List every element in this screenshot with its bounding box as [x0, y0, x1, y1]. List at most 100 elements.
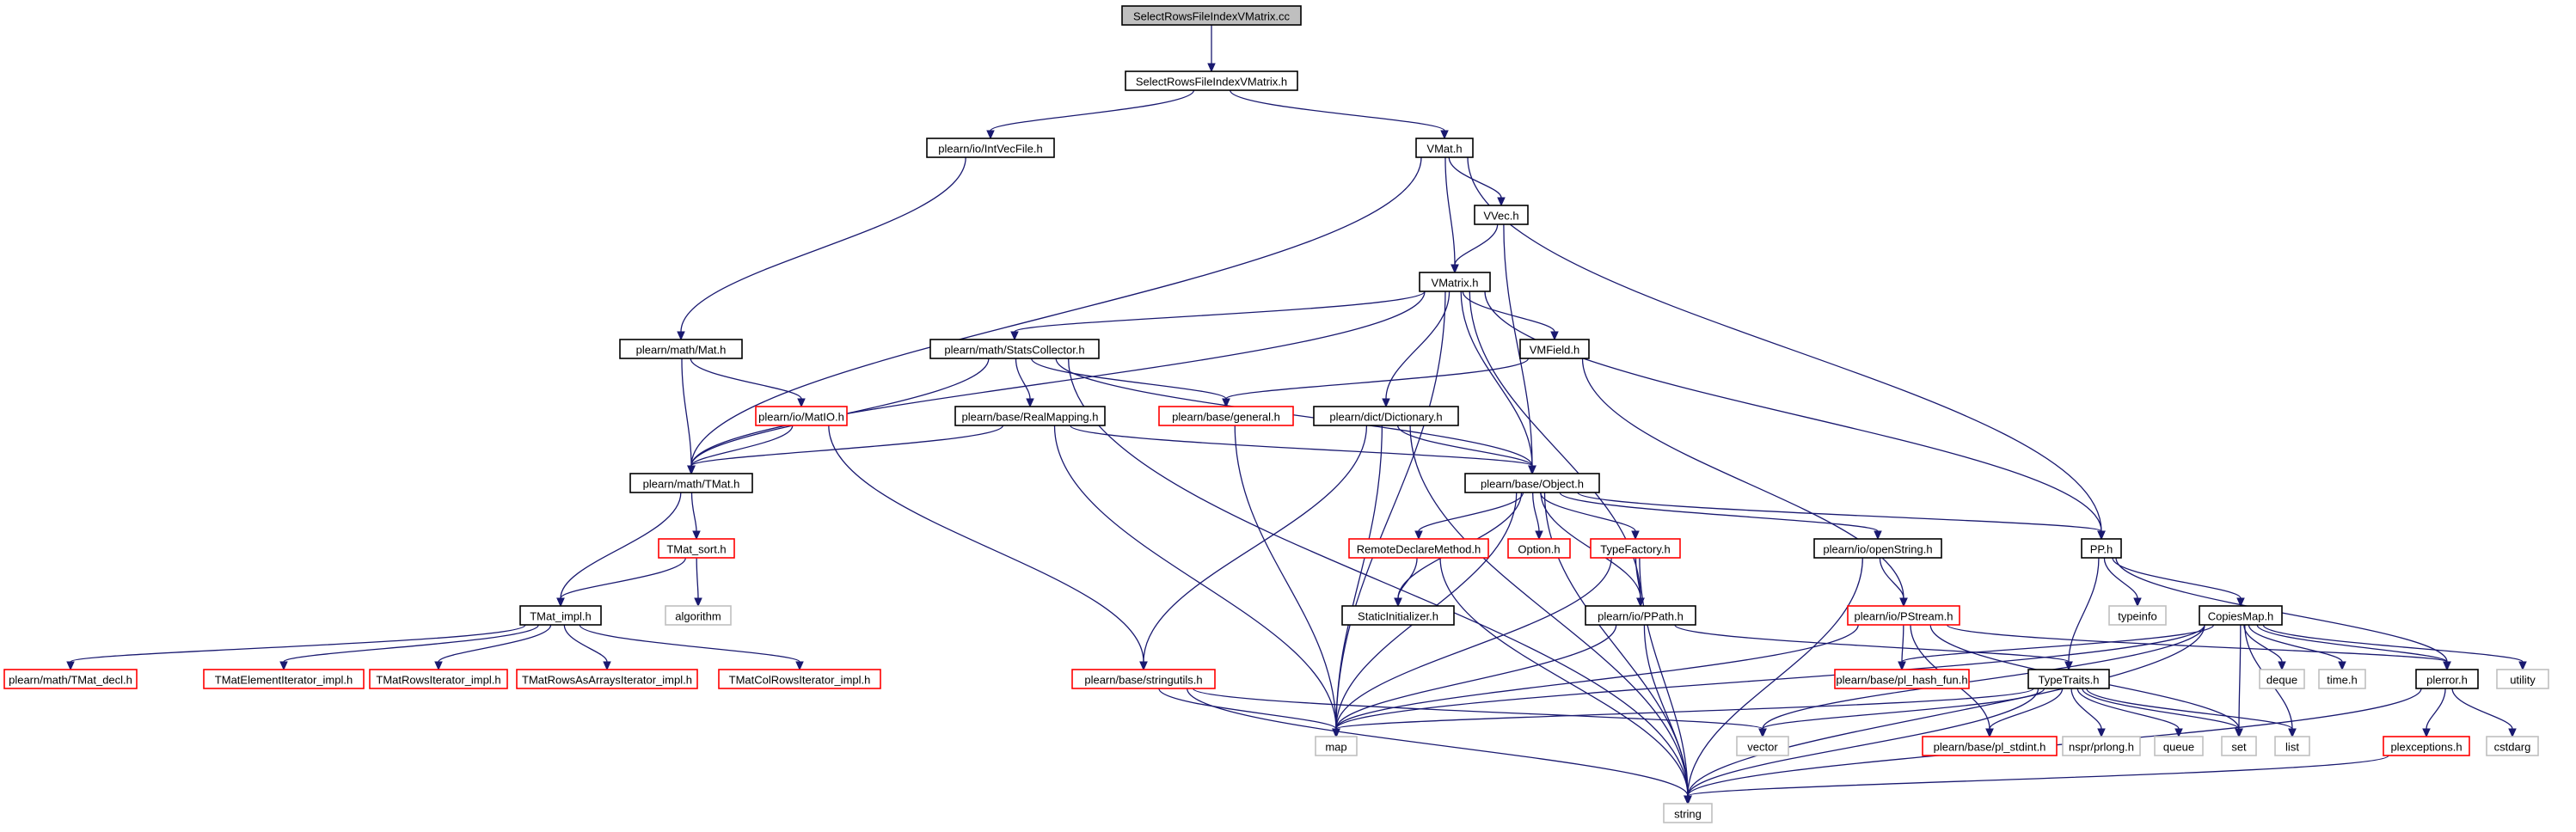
- node-stringutils[interactable]: plearn/base/stringutils.h: [1071, 669, 1216, 689]
- node-nspr[interactable]: nspr/prlong.h: [2062, 736, 2141, 756]
- edge-selh-to-vmat: [1230, 89, 1449, 140]
- node-label: algorithm: [675, 610, 721, 623]
- node-option[interactable]: Option.h: [1507, 538, 1571, 559]
- node-tmatrowsarr[interactable]: TMatRowsAsArraysIterator_impl.h: [516, 669, 698, 689]
- node-deque[interactable]: deque: [2259, 669, 2305, 689]
- arrow-head: [1899, 597, 1908, 608]
- node-typefac[interactable]: TypeFactory.h: [1590, 538, 1681, 559]
- node-tmatrows[interactable]: TMatRowsIterator_impl.h: [369, 669, 508, 689]
- node-box: [926, 138, 1055, 158]
- node-box: [658, 538, 735, 559]
- edge-dict-to-object: [1396, 425, 1536, 475]
- node-set[interactable]: set: [2221, 736, 2257, 756]
- node-selh[interactable]: SelectRowsFileIndexVMatrix.h: [1125, 70, 1298, 91]
- node-plerror[interactable]: plerror.h: [2415, 669, 2479, 689]
- node-label: string: [1674, 808, 1702, 821]
- arrow-head: [1497, 197, 1506, 207]
- node-tmatimpl[interactable]: TMat_impl.h: [519, 605, 602, 626]
- node-box: [1419, 272, 1491, 292]
- node-timeh[interactable]: time.h: [2318, 669, 2366, 689]
- arrow-head: [1332, 728, 1340, 738]
- edge-dict-to-map: [1332, 425, 1383, 738]
- node-box: [1834, 669, 1970, 689]
- node-string[interactable]: string: [1663, 803, 1713, 823]
- edge-line: [2238, 624, 2242, 730]
- edge-tmatimpl-to-tmatelem: [279, 624, 539, 671]
- node-object[interactable]: plearn/base/Object.h: [1464, 473, 1600, 493]
- node-realmap[interactable]: plearn/base/RealMapping.h: [954, 406, 1106, 426]
- node-box: [1313, 406, 1459, 426]
- node-box: [2221, 736, 2257, 756]
- node-vvec[interactable]: VVec.h: [1474, 205, 1529, 225]
- node-typetraits[interactable]: TypeTraits.h: [2027, 669, 2110, 689]
- edge-line: [1335, 624, 1859, 730]
- node-label: plearn/base/general.h: [1172, 411, 1280, 424]
- node-tmatsort[interactable]: TMat_sort.h: [658, 538, 735, 559]
- node-typeinfo[interactable]: typeinfo: [2108, 605, 2167, 626]
- node-stats[interactable]: plearn/math/StatsCollector.h: [929, 339, 1100, 359]
- arrow-head: [692, 530, 701, 541]
- node-box: [2199, 605, 2283, 626]
- arrow-head: [2133, 597, 2142, 608]
- node-cstdarg[interactable]: cstdarg: [2486, 736, 2539, 756]
- node-plhash[interactable]: plearn/base/pl_hash_fun.h: [1834, 669, 1970, 689]
- node-box: [2081, 538, 2122, 559]
- node-vmfield[interactable]: VMField.h: [1519, 339, 1590, 359]
- edge-vmatrix-to-dict: [1382, 291, 1451, 408]
- arrow-head: [1414, 530, 1423, 541]
- arrow-head: [1550, 331, 1559, 341]
- node-label: plearn/math/StatsCollector.h: [944, 344, 1084, 357]
- node-box: [1125, 70, 1298, 91]
- edge-line: [1409, 425, 1689, 797]
- node-vmatrix[interactable]: VMatrix.h: [1419, 272, 1491, 292]
- node-general[interactable]: plearn/base/general.h: [1158, 406, 1294, 426]
- node-label: plearn/io/IntVecFile.h: [938, 143, 1042, 156]
- node-vmat[interactable]: VMat.h: [1415, 138, 1474, 158]
- node-pp[interactable]: PP.h: [2081, 538, 2122, 559]
- node-dict[interactable]: plearn/dict/Dictionary.h: [1313, 406, 1459, 426]
- node-utility[interactable]: utility: [2496, 669, 2549, 689]
- edge-line: [1335, 624, 1617, 730]
- edge-stats-to-realmap: [1015, 358, 1034, 408]
- edge-line: [680, 156, 966, 333]
- node-box: [2415, 669, 2479, 689]
- edge-line: [2070, 688, 2102, 730]
- node-remote[interactable]: RemoteDeclareMethod.h: [1348, 538, 1489, 559]
- node-mat[interactable]: plearn/math/Mat.h: [619, 339, 743, 359]
- node-vector[interactable]: vector: [1736, 736, 1789, 756]
- arrow-head: [2508, 728, 2517, 738]
- node-box: [1663, 803, 1713, 823]
- node-tmat[interactable]: plearn/math/TMat.h: [629, 473, 753, 493]
- node-box: [1315, 736, 1358, 756]
- node-plexceptions[interactable]: plexceptions.h: [2383, 736, 2470, 756]
- node-tmatelem[interactable]: TMatElementIterator_impl.h: [203, 669, 365, 689]
- arrow-head: [2097, 530, 2106, 541]
- node-ppath[interactable]: plearn/io/PPath.h: [1585, 605, 1696, 626]
- edge-line: [1454, 223, 1499, 266]
- edge-tmatimpl-to-tmatdecl: [66, 624, 526, 671]
- node-box: [203, 669, 365, 689]
- node-tmatcol[interactable]: TMatColRowsIterator_impl.h: [718, 669, 881, 689]
- node-algorithm[interactable]: algorithm: [665, 605, 732, 626]
- edge-line: [1186, 688, 1689, 797]
- edge-line: [1335, 291, 1446, 730]
- node-intvec[interactable]: plearn/io/IntVecFile.h: [926, 138, 1055, 158]
- node-map[interactable]: map: [1315, 736, 1358, 756]
- node-label: CopiesMap.h: [2208, 610, 2274, 623]
- node-label: PP.h: [2090, 543, 2113, 556]
- node-label: plearn/io/MatIO.h: [758, 411, 844, 424]
- edge-line: [1397, 557, 1418, 599]
- node-pstream[interactable]: plearn/io/PStream.h: [1847, 605, 1960, 626]
- node-matio[interactable]: plearn/io/MatIO.h: [755, 406, 848, 426]
- node-label: SelectRowsFileIndexVMatrix.h: [1136, 76, 1287, 89]
- node-tmatdecl[interactable]: plearn/math/TMat_decl.h: [3, 669, 138, 689]
- node-openstr[interactable]: plearn/io/openString.h: [1813, 538, 1942, 559]
- edge-tmat-to-tmatsort: [690, 492, 701, 541]
- node-copiesmap[interactable]: CopiesMap.h: [2199, 605, 2283, 626]
- node-staticinit[interactable]: StaticInitializer.h: [1341, 605, 1455, 626]
- node-list[interactable]: list: [2274, 736, 2310, 756]
- node-plstdint[interactable]: plearn/base/pl_stdint.h: [1922, 736, 2058, 756]
- node-label: plearn/io/PPath.h: [1598, 610, 1684, 623]
- node-queue[interactable]: queue: [2154, 736, 2204, 756]
- edge-line: [696, 557, 699, 599]
